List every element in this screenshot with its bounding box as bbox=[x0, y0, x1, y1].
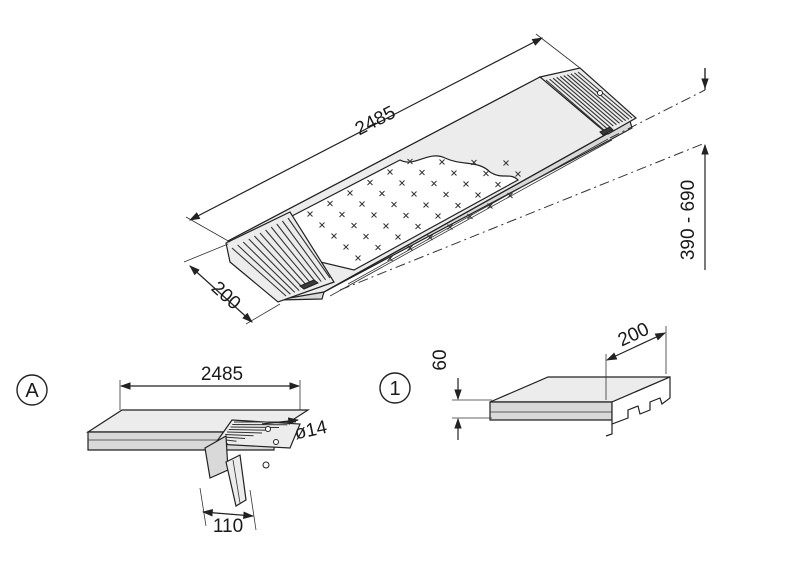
detail-1-view: 1 60 200 bbox=[380, 319, 670, 440]
detail-a-depth-label: 110 bbox=[213, 516, 243, 537]
upper-end-bolt bbox=[598, 91, 603, 96]
detail-1-marker: 1 bbox=[389, 378, 400, 400]
detail-a-marker: A bbox=[25, 380, 39, 402]
perforated-section bbox=[292, 156, 518, 270]
detail-a-length-label: 2485 bbox=[201, 364, 243, 385]
detail-a-diameter-label: ø14 bbox=[293, 417, 330, 444]
detail-1-height-label: 60 bbox=[430, 349, 451, 370]
height-range-dimension: 390 - 690 bbox=[678, 68, 705, 270]
detail-a-view: A 2485 ø14 110 bbox=[17, 364, 329, 537]
main-ramp-view: 2485 200 390 - 690 bbox=[184, 34, 705, 324]
detail-1-width-label: 200 bbox=[615, 319, 653, 351]
length-label: 2485 bbox=[352, 102, 399, 140]
height-range-label: 390 - 690 bbox=[678, 180, 699, 260]
width-label: 200 bbox=[207, 278, 245, 315]
